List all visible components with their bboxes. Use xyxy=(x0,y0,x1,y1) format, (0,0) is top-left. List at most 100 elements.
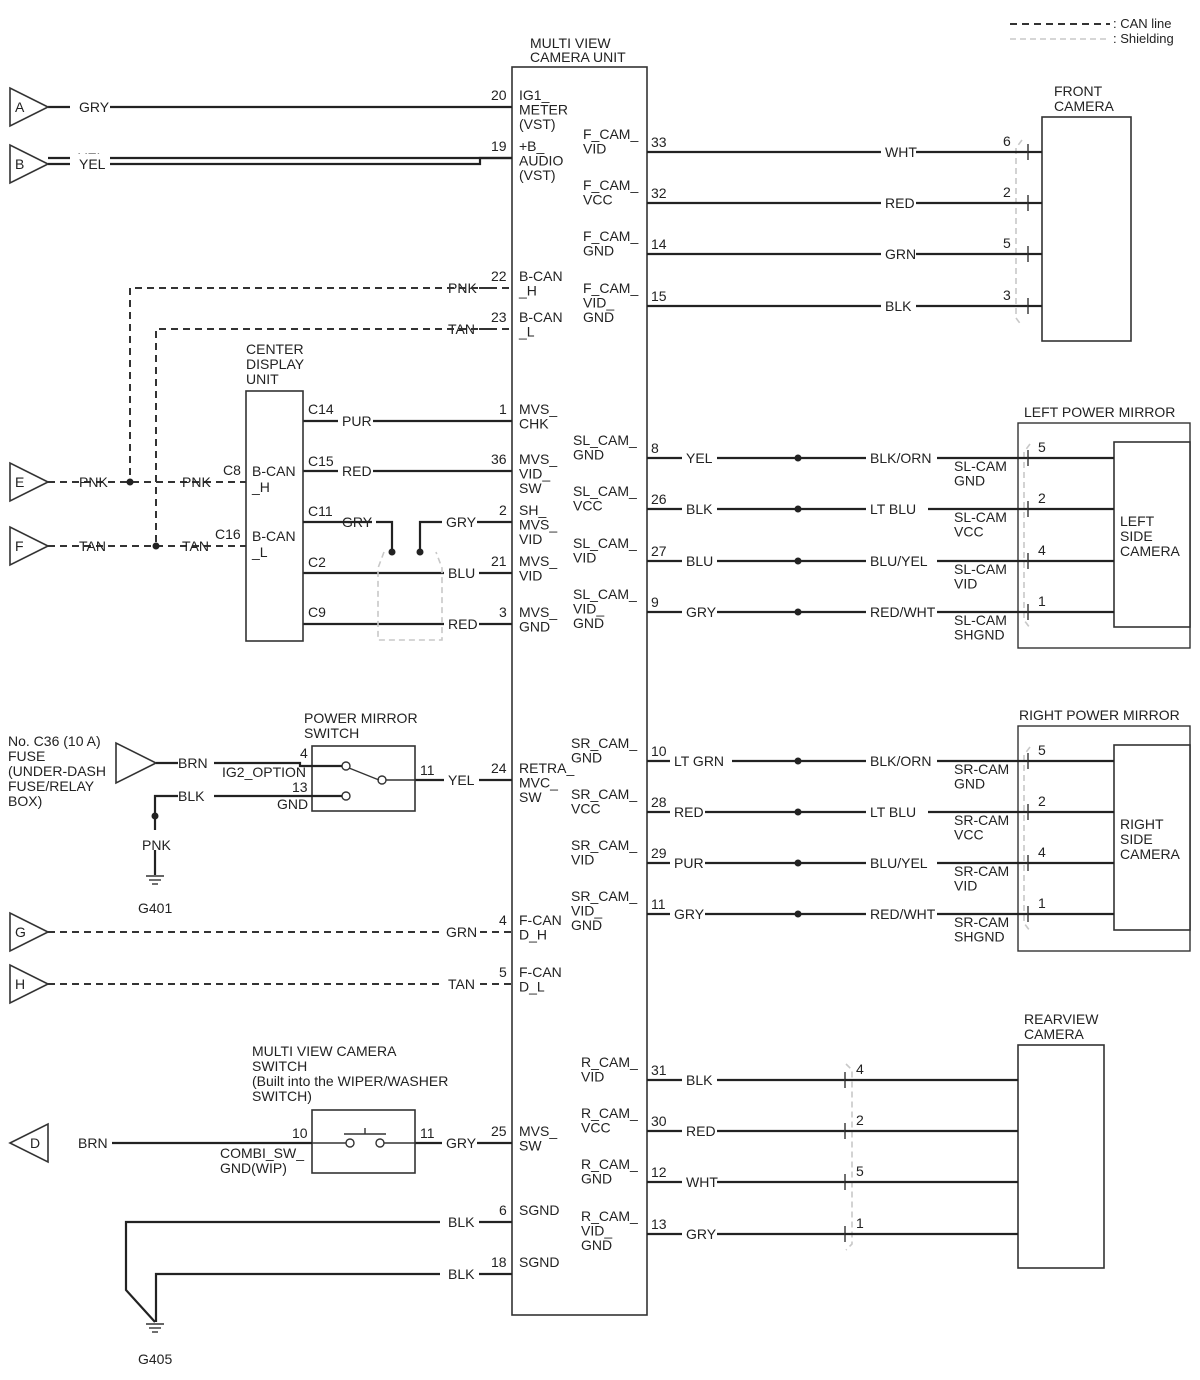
pin-name: R_CAM_ xyxy=(581,1156,638,1172)
label-bg xyxy=(881,297,916,315)
pin-name: SGND xyxy=(519,1202,559,1218)
pin-number: 21 xyxy=(491,553,507,569)
wire-color-label: LT GRN xyxy=(674,753,724,769)
junction-dot xyxy=(794,859,802,867)
wire-color-label: RED xyxy=(342,463,372,479)
camera-pin-number: 2 xyxy=(1038,793,1046,809)
pin-number: 11 xyxy=(651,896,666,912)
camera-pin-number: 6 xyxy=(1003,133,1011,149)
label-bg xyxy=(682,1071,717,1089)
camera-pin-name: VID xyxy=(954,878,977,894)
switch-arm xyxy=(348,767,380,781)
pin-name: RETRA_ xyxy=(519,760,574,776)
b-can-wiring: PNK PNK TAN TAN xyxy=(48,287,490,554)
pin-name: R_CAM_ xyxy=(581,1105,638,1121)
wire-color-label: GRY xyxy=(674,906,705,922)
right-camera-box xyxy=(1113,744,1191,931)
label-bg xyxy=(881,194,916,212)
label-bg xyxy=(866,500,928,518)
right-camera-title-2: SIDE xyxy=(1120,831,1153,847)
wire-color-e: PNK xyxy=(79,474,108,490)
label-bg xyxy=(866,905,937,923)
pin-number: 3 xyxy=(499,604,507,620)
junction-dot xyxy=(794,454,802,462)
pin-number: 20 xyxy=(491,87,507,103)
wire-color-label: GRY xyxy=(686,1226,717,1242)
shield-outline xyxy=(377,551,443,641)
pin-name: MVS_ xyxy=(519,517,557,533)
pm-switch-title-1: POWER MIRROR xyxy=(304,710,418,726)
wire-color-label: BLK/ORN xyxy=(870,450,931,466)
center-display-title-2: DISPLAY xyxy=(246,356,305,372)
wire-color-gnd: BLK xyxy=(178,788,205,804)
wire-color-label: RED xyxy=(885,195,915,211)
camera-pin-name: GND xyxy=(954,776,985,792)
label-bg xyxy=(866,803,928,821)
junction-dot xyxy=(151,812,159,820)
connector-id: H xyxy=(15,976,25,992)
pin-name: GND xyxy=(583,309,614,325)
pin-name: _L xyxy=(518,324,535,340)
label-bg xyxy=(866,752,937,770)
label-bg xyxy=(682,552,717,570)
mvc-unit-box xyxy=(511,66,648,1316)
wire xyxy=(110,156,512,166)
pm-gnd-label: GND xyxy=(277,796,308,812)
pin-number: 30 xyxy=(651,1113,667,1129)
pin-number: 2 xyxy=(499,502,507,518)
pin-name: VID_ xyxy=(573,601,604,617)
pin-name: CHK xyxy=(519,416,549,432)
right-camera-title-1: RIGHT xyxy=(1120,816,1164,832)
pm-pin-13: 13 xyxy=(292,779,308,795)
wire-color-label: GRY xyxy=(79,99,110,115)
pin-name: D_L xyxy=(519,979,545,995)
sgnd-wire-18 xyxy=(154,1272,440,1322)
pin-name: VID xyxy=(583,141,606,157)
wire-color-label: BLU xyxy=(686,553,713,569)
mvc-switch-title-1: MULTI VIEW CAMERA xyxy=(252,1043,397,1059)
front-camera: FRONT CAMERA xyxy=(1015,83,1132,342)
front-camera-title-1: FRONT xyxy=(1054,83,1103,99)
wire-color-label: PUR xyxy=(342,413,372,429)
pin-number: 6 xyxy=(499,1202,507,1218)
label-bg xyxy=(444,975,479,993)
pm-switch-title-2: SWITCH xyxy=(304,725,359,741)
connector-arrow xyxy=(9,963,50,1005)
pin-number: 22 xyxy=(491,268,507,284)
pin-number: 33 xyxy=(651,134,667,150)
camera-pin-number: 4 xyxy=(1038,844,1046,860)
wire-color-label: TAN xyxy=(448,976,475,992)
center-display-unit: CENTER DISPLAY UNIT B-CAN _H B-CAN _L C8… xyxy=(215,341,334,642)
mvc-pin-19: YEL19+B_AUDIO(VST) xyxy=(48,138,563,183)
pin-name: IG1_ xyxy=(519,87,550,103)
label-bg xyxy=(881,245,916,263)
camera-pin-name: VCC xyxy=(954,524,984,540)
pin-name: VID xyxy=(519,568,542,584)
left-camera-box xyxy=(1113,441,1191,628)
camera-pin-name: SL-CAM xyxy=(954,561,1007,577)
pin-name: F-CAN xyxy=(519,912,562,928)
legend: : CAN line : Shielding xyxy=(1010,16,1174,46)
shield-dot xyxy=(388,548,396,556)
switch-contact xyxy=(375,1138,385,1148)
camera-pin-number: 4 xyxy=(856,1061,864,1077)
shield-drain-left xyxy=(376,520,394,552)
camera-pin-number: 5 xyxy=(1003,235,1011,251)
camera-pin-number: 2 xyxy=(856,1112,864,1128)
pin-number: 15 xyxy=(651,288,667,304)
mvc-switch-title-4: SWITCH) xyxy=(252,1088,312,1104)
connector-id: B xyxy=(15,156,24,172)
pin-name: F_CAM_ xyxy=(583,228,638,244)
pin-name: SL_CAM_ xyxy=(573,432,637,448)
pin-number: 24 xyxy=(491,760,507,776)
label-bg xyxy=(866,449,937,467)
